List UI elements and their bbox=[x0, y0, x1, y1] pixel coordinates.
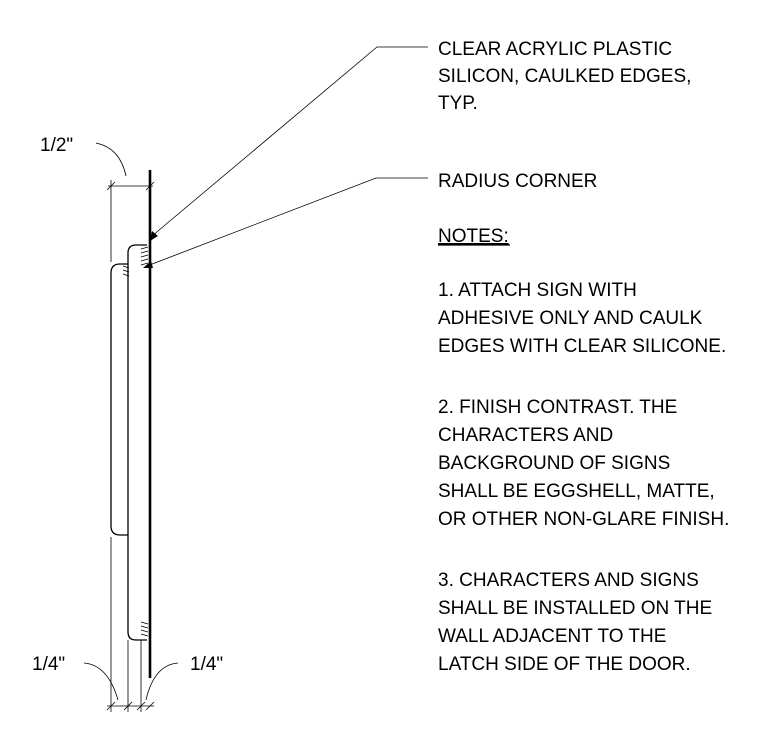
note-3-line-4: LATCH SIDE OF THE DOOR. bbox=[438, 654, 691, 675]
dim-tick-top-left bbox=[106, 181, 116, 191]
callout-acrylic-line-2: SILICON, CAULKED EDGES, bbox=[438, 66, 691, 87]
dim-tick-bottom-4 bbox=[145, 701, 155, 711]
dim-tick-top-right bbox=[145, 181, 155, 191]
note-2-line-5: OR OTHER NON-GLARE FINISH. bbox=[438, 509, 729, 530]
note-2-line-3: BACKGROUND OF SIGNS bbox=[438, 453, 670, 474]
dim-leader-bottom-right bbox=[145, 662, 179, 701]
dim-leader-bottom-left bbox=[83, 662, 119, 701]
notes-heading: NOTES: bbox=[438, 226, 509, 247]
note-1-line-2: ADHESIVE ONLY AND CAULK bbox=[438, 308, 703, 329]
note-1-line-1: 1. ATTACH SIGN WITH bbox=[438, 280, 637, 301]
note-1-line-3: EDGES WITH CLEAR SILICONE. bbox=[438, 336, 726, 357]
caulk-marks-top bbox=[140, 246, 149, 266]
dim-leader-top bbox=[95, 142, 127, 177]
note-3-line-3: WALL ADJACENT TO THE bbox=[438, 626, 666, 647]
note-2-line-4: SHALL BE EGGSHELL, MATTE, bbox=[438, 481, 715, 502]
leader-radius-arrow bbox=[143, 261, 153, 268]
note-2-line-2: CHARACTERS AND bbox=[438, 425, 613, 446]
leader-radius bbox=[146, 177, 428, 267]
caulk-marks-front bbox=[122, 265, 130, 277]
caulk-marks-bottom bbox=[140, 621, 149, 637]
dim-label-bottom-left: 1/4" bbox=[32, 654, 65, 675]
note-3-line-2: SHALL BE INSTALLED ON THE bbox=[438, 598, 712, 619]
callout-radius: RADIUS CORNER bbox=[438, 171, 597, 192]
dim-label-bottom-right: 1/4" bbox=[190, 654, 223, 675]
callout-acrylic-line-1: CLEAR ACRYLIC PLASTIC bbox=[438, 39, 672, 60]
dim-tick-bottom-2 bbox=[123, 701, 133, 711]
dim-tick-bottom-3 bbox=[136, 701, 146, 711]
note-2-line-1: 2. FINISH CONTRAST. THE bbox=[438, 397, 677, 418]
callout-acrylic-line-3: TYP. bbox=[438, 93, 478, 114]
dim-label-top: 1/2" bbox=[40, 135, 73, 156]
dim-tick-bottom-1 bbox=[106, 701, 116, 711]
back-plate bbox=[127, 244, 147, 641]
front-plate bbox=[110, 263, 128, 536]
leader-acrylic-arrow bbox=[150, 231, 158, 241]
leader-acrylic bbox=[151, 46, 428, 237]
note-3-line-1: 3. CHARACTERS AND SIGNS bbox=[438, 570, 699, 591]
